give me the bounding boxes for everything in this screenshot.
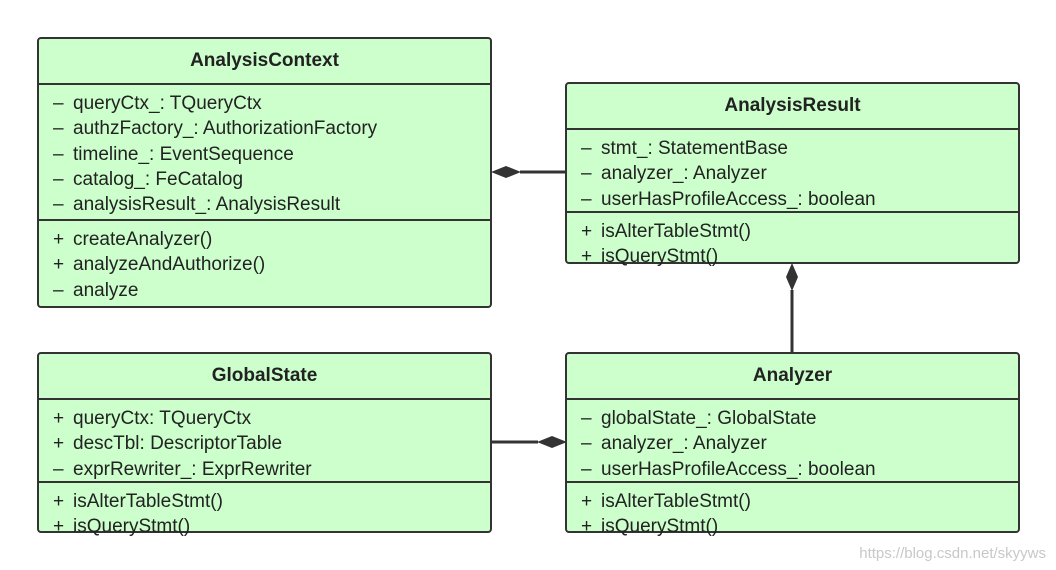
operation-row: +isQueryStmt() bbox=[581, 516, 719, 538]
attributes-section: –queryCtx_: TQueryCtx –authzFactory_: Au… bbox=[39, 85, 490, 221]
operation-row: +createAnalyzer() bbox=[53, 229, 213, 250]
composition-diamond-context bbox=[491, 166, 521, 178]
operation-row: +isAlterTableStmt() bbox=[53, 491, 223, 512]
class-global-state[interactable]: GlobalState +queryCtx: TQueryCtx +descTb… bbox=[37, 352, 492, 537]
attribute-row: +queryCtx: TQueryCtx bbox=[53, 408, 252, 429]
attribute-row: –queryCtx_: TQueryCtx bbox=[53, 93, 262, 114]
attributes-section: –stmt_: StatementBase –analyzer_: Analyz… bbox=[567, 130, 1018, 213]
class-analysis-result[interactable]: AnalysisResult –stmt_: StatementBase –an… bbox=[565, 82, 1020, 267]
attributes-section: +queryCtx: TQueryCtx +descTbl: Descripto… bbox=[39, 400, 490, 483]
attribute-row: –analyzer_: Analyzer bbox=[581, 163, 767, 185]
operation-row: +isAlterTableStmt() bbox=[581, 221, 751, 242]
composition-diamond-result bbox=[786, 263, 798, 291]
attribute-row: +descTbl: DescriptorTable bbox=[53, 433, 283, 455]
class-analysis-context[interactable]: AnalysisContext –queryCtx_: TQueryCtx –a… bbox=[37, 37, 492, 308]
attribute-row: –userHasProfileAccess_: boolean bbox=[581, 188, 876, 210]
operation-row: +analyzeAndAuthorize() bbox=[53, 254, 266, 276]
attribute-row: –globalState_: GlobalState bbox=[581, 408, 817, 429]
attribute-row: –stmt_: StatementBase bbox=[581, 138, 788, 159]
operation-row: –analyze bbox=[53, 279, 139, 301]
composition-diamond-analyzer bbox=[537, 436, 567, 448]
class-name: AnalysisContext bbox=[39, 39, 490, 85]
attributes-section: –globalState_: GlobalState –analyzer_: A… bbox=[567, 400, 1018, 483]
operation-row: +isQueryStmt() bbox=[53, 516, 191, 538]
class-analyzer[interactable]: Analyzer –globalState_: GlobalState –ana… bbox=[565, 352, 1020, 537]
operations-section: +isAlterTableStmt() +isQueryStmt() bbox=[567, 483, 1018, 544]
operations-section: +isAlterTableStmt() +isQueryStmt() bbox=[567, 213, 1018, 274]
attribute-row: –userHasProfileAccess_: boolean bbox=[581, 458, 876, 480]
class-name: Analyzer bbox=[567, 354, 1018, 400]
attribute-row: –analysisResult_: AnalysisResult bbox=[53, 194, 341, 216]
class-name: AnalysisResult bbox=[567, 84, 1018, 130]
watermark: https://blog.csdn.net/skyyws bbox=[859, 545, 1046, 562]
attribute-row: –analyzer_: Analyzer bbox=[581, 433, 767, 455]
class-name: GlobalState bbox=[39, 354, 490, 400]
attribute-row: –exprRewriter_: ExprRewriter bbox=[53, 458, 312, 480]
operations-section: +createAnalyzer() +analyzeAndAuthorize()… bbox=[39, 221, 490, 307]
attribute-row: –timeline_: EventSequence bbox=[53, 143, 294, 165]
operations-section: +isAlterTableStmt() +isQueryStmt() bbox=[39, 483, 490, 544]
operation-row: +isAlterTableStmt() bbox=[581, 491, 751, 512]
attribute-row: –catalog_: FeCatalog bbox=[53, 168, 244, 190]
operation-row: +isQueryStmt() bbox=[581, 246, 719, 268]
attribute-row: –authzFactory_: AuthorizationFactory bbox=[53, 118, 378, 140]
